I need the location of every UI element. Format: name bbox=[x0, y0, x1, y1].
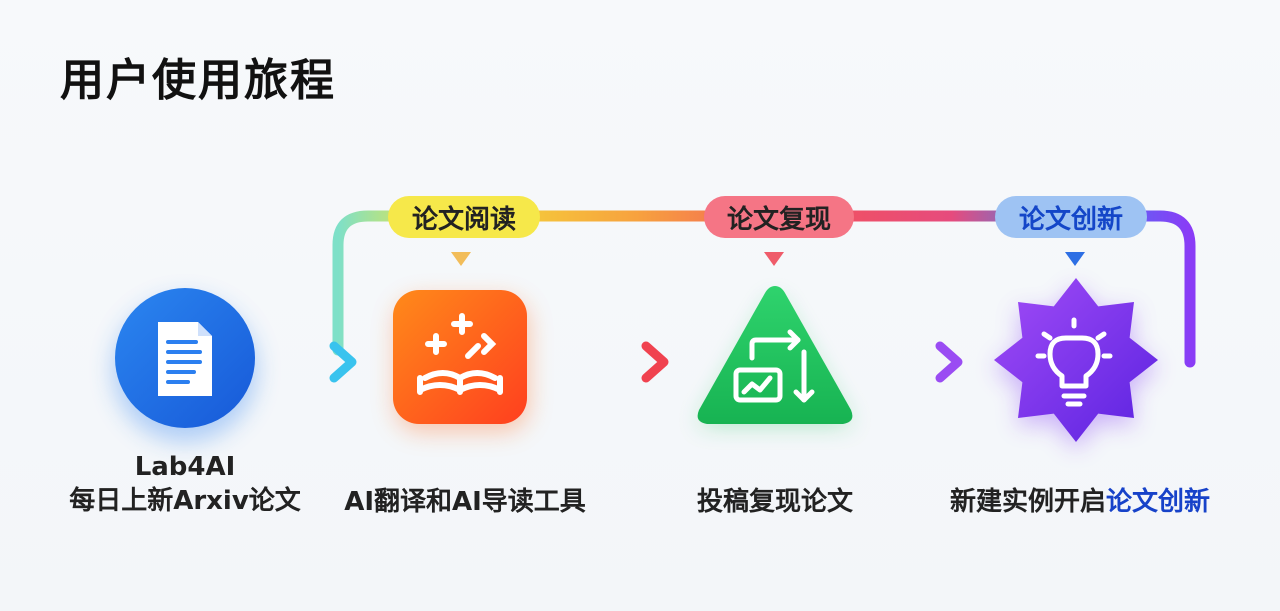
stage-marker-3 bbox=[1065, 252, 1085, 266]
document-icon bbox=[158, 322, 212, 396]
stage-tag-innovation: 论文创新 bbox=[995, 196, 1147, 238]
stage-marker-2 bbox=[764, 252, 784, 266]
stage-tag-reading: 论文阅读 bbox=[388, 196, 540, 238]
step-1-caption: Lab4AI 每日上新Arxiv论文 bbox=[60, 450, 310, 518]
arrow-1 bbox=[269, 341, 357, 383]
step-1-line-2: 每日上新Arxiv论文 bbox=[69, 486, 301, 516]
step-1-icon bbox=[113, 288, 257, 442]
step-4-icon bbox=[994, 278, 1158, 450]
book-sparkle-icon bbox=[417, 313, 503, 395]
step-3-caption: 投稿复现论文 bbox=[696, 487, 853, 517]
stage-tag-reproduction: 论文复现 bbox=[704, 196, 854, 238]
page-title: 用户使用旅程 bbox=[60, 55, 336, 106]
arrow-3 bbox=[864, 341, 963, 383]
step-3-icon bbox=[697, 286, 853, 425]
chart-refresh-icon bbox=[733, 329, 815, 403]
step-4-caption-plain: 新建实例开启 bbox=[949, 487, 1106, 517]
stage-marker-1 bbox=[451, 252, 471, 266]
step-4-caption: 新建实例开启论文创新 bbox=[930, 485, 1230, 519]
lightbulb-icon bbox=[1035, 317, 1113, 407]
step-4-caption-highlight: 论文创新 bbox=[1106, 487, 1211, 517]
step-2-caption: AI翻译和AI导读工具 bbox=[344, 487, 586, 517]
step-1-line-1: Lab4AI bbox=[134, 452, 236, 482]
arrow-2 bbox=[562, 341, 669, 383]
step-2-icon bbox=[393, 290, 529, 432]
